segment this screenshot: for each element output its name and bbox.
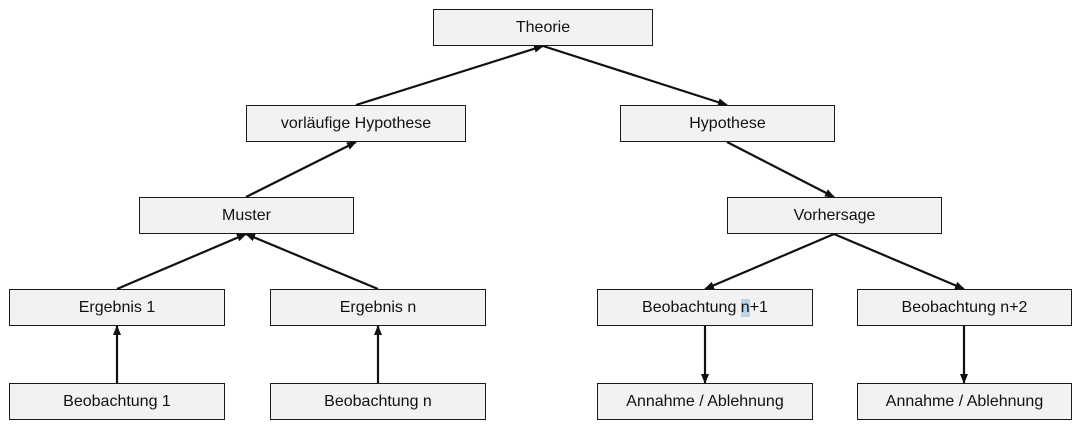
edge-theorie-to-hypothese [542,44,728,107]
node-muster: Muster [139,197,354,234]
edge-vorhersage-to-beobachtung_n2 [833,232,965,291]
edge-muster-to-vorlaeufige_hypothese [245,141,357,198]
edge-vorlaeufige_hypothese-to-theorie [355,44,544,107]
node-label: Annahme / Ablehnung [626,392,784,410]
node-label: Hypothese [689,114,766,132]
node-label: Annahme / Ablehnung [885,392,1044,410]
edge-ergebnis_1-to-muster [116,232,247,291]
node-label: Ergebnis 1 [78,298,156,316]
node-label: Theorie [515,18,571,36]
node-ergebnis-n: Ergebnis n [270,289,486,326]
node-ergebnis-1: Ergebnis 1 [9,289,225,326]
edge-vorhersage-to-beobachtung_n1 [704,232,835,291]
node-label: Muster [222,206,271,224]
node-label-pre: Beobachtung [642,298,741,316]
node-label: vorläufige Hypothese [280,114,432,132]
node-theorie: Theorie [433,9,653,46]
node-label: Beobachtung n+2 [901,298,1028,316]
node-hypothese: Hypothese [620,105,835,142]
node-beobachtung-n-plus-2: Beobachtung n+2 [857,289,1072,326]
node-label-post: +1 [749,298,768,316]
node-label-highlight: n [740,298,750,317]
node-label: Beobachtung n+1 [642,298,768,317]
node-vorlaeufige-hypothese: vorläufige Hypothese [246,105,466,142]
node-beobachtung-n-plus-1: Beobachtung n+1 [597,289,813,326]
node-label: Beobachtung 1 [63,392,171,410]
node-label: Vorhersage [793,206,876,224]
node-annahme-ablehnung-1: Annahme / Ablehnung [597,383,813,420]
node-annahme-ablehnung-2: Annahme / Ablehnung [857,383,1072,420]
edge-ergebnis_n-to-muster [245,232,379,291]
node-label: Beobachtung n [324,392,432,410]
edge-hypothese-to-vorhersage [726,141,835,198]
node-beobachtung-n: Beobachtung n [270,383,486,420]
node-label: Ergebnis n [339,298,417,316]
node-vorhersage: Vorhersage [727,197,942,234]
node-beobachtung-1: Beobachtung 1 [9,383,225,420]
